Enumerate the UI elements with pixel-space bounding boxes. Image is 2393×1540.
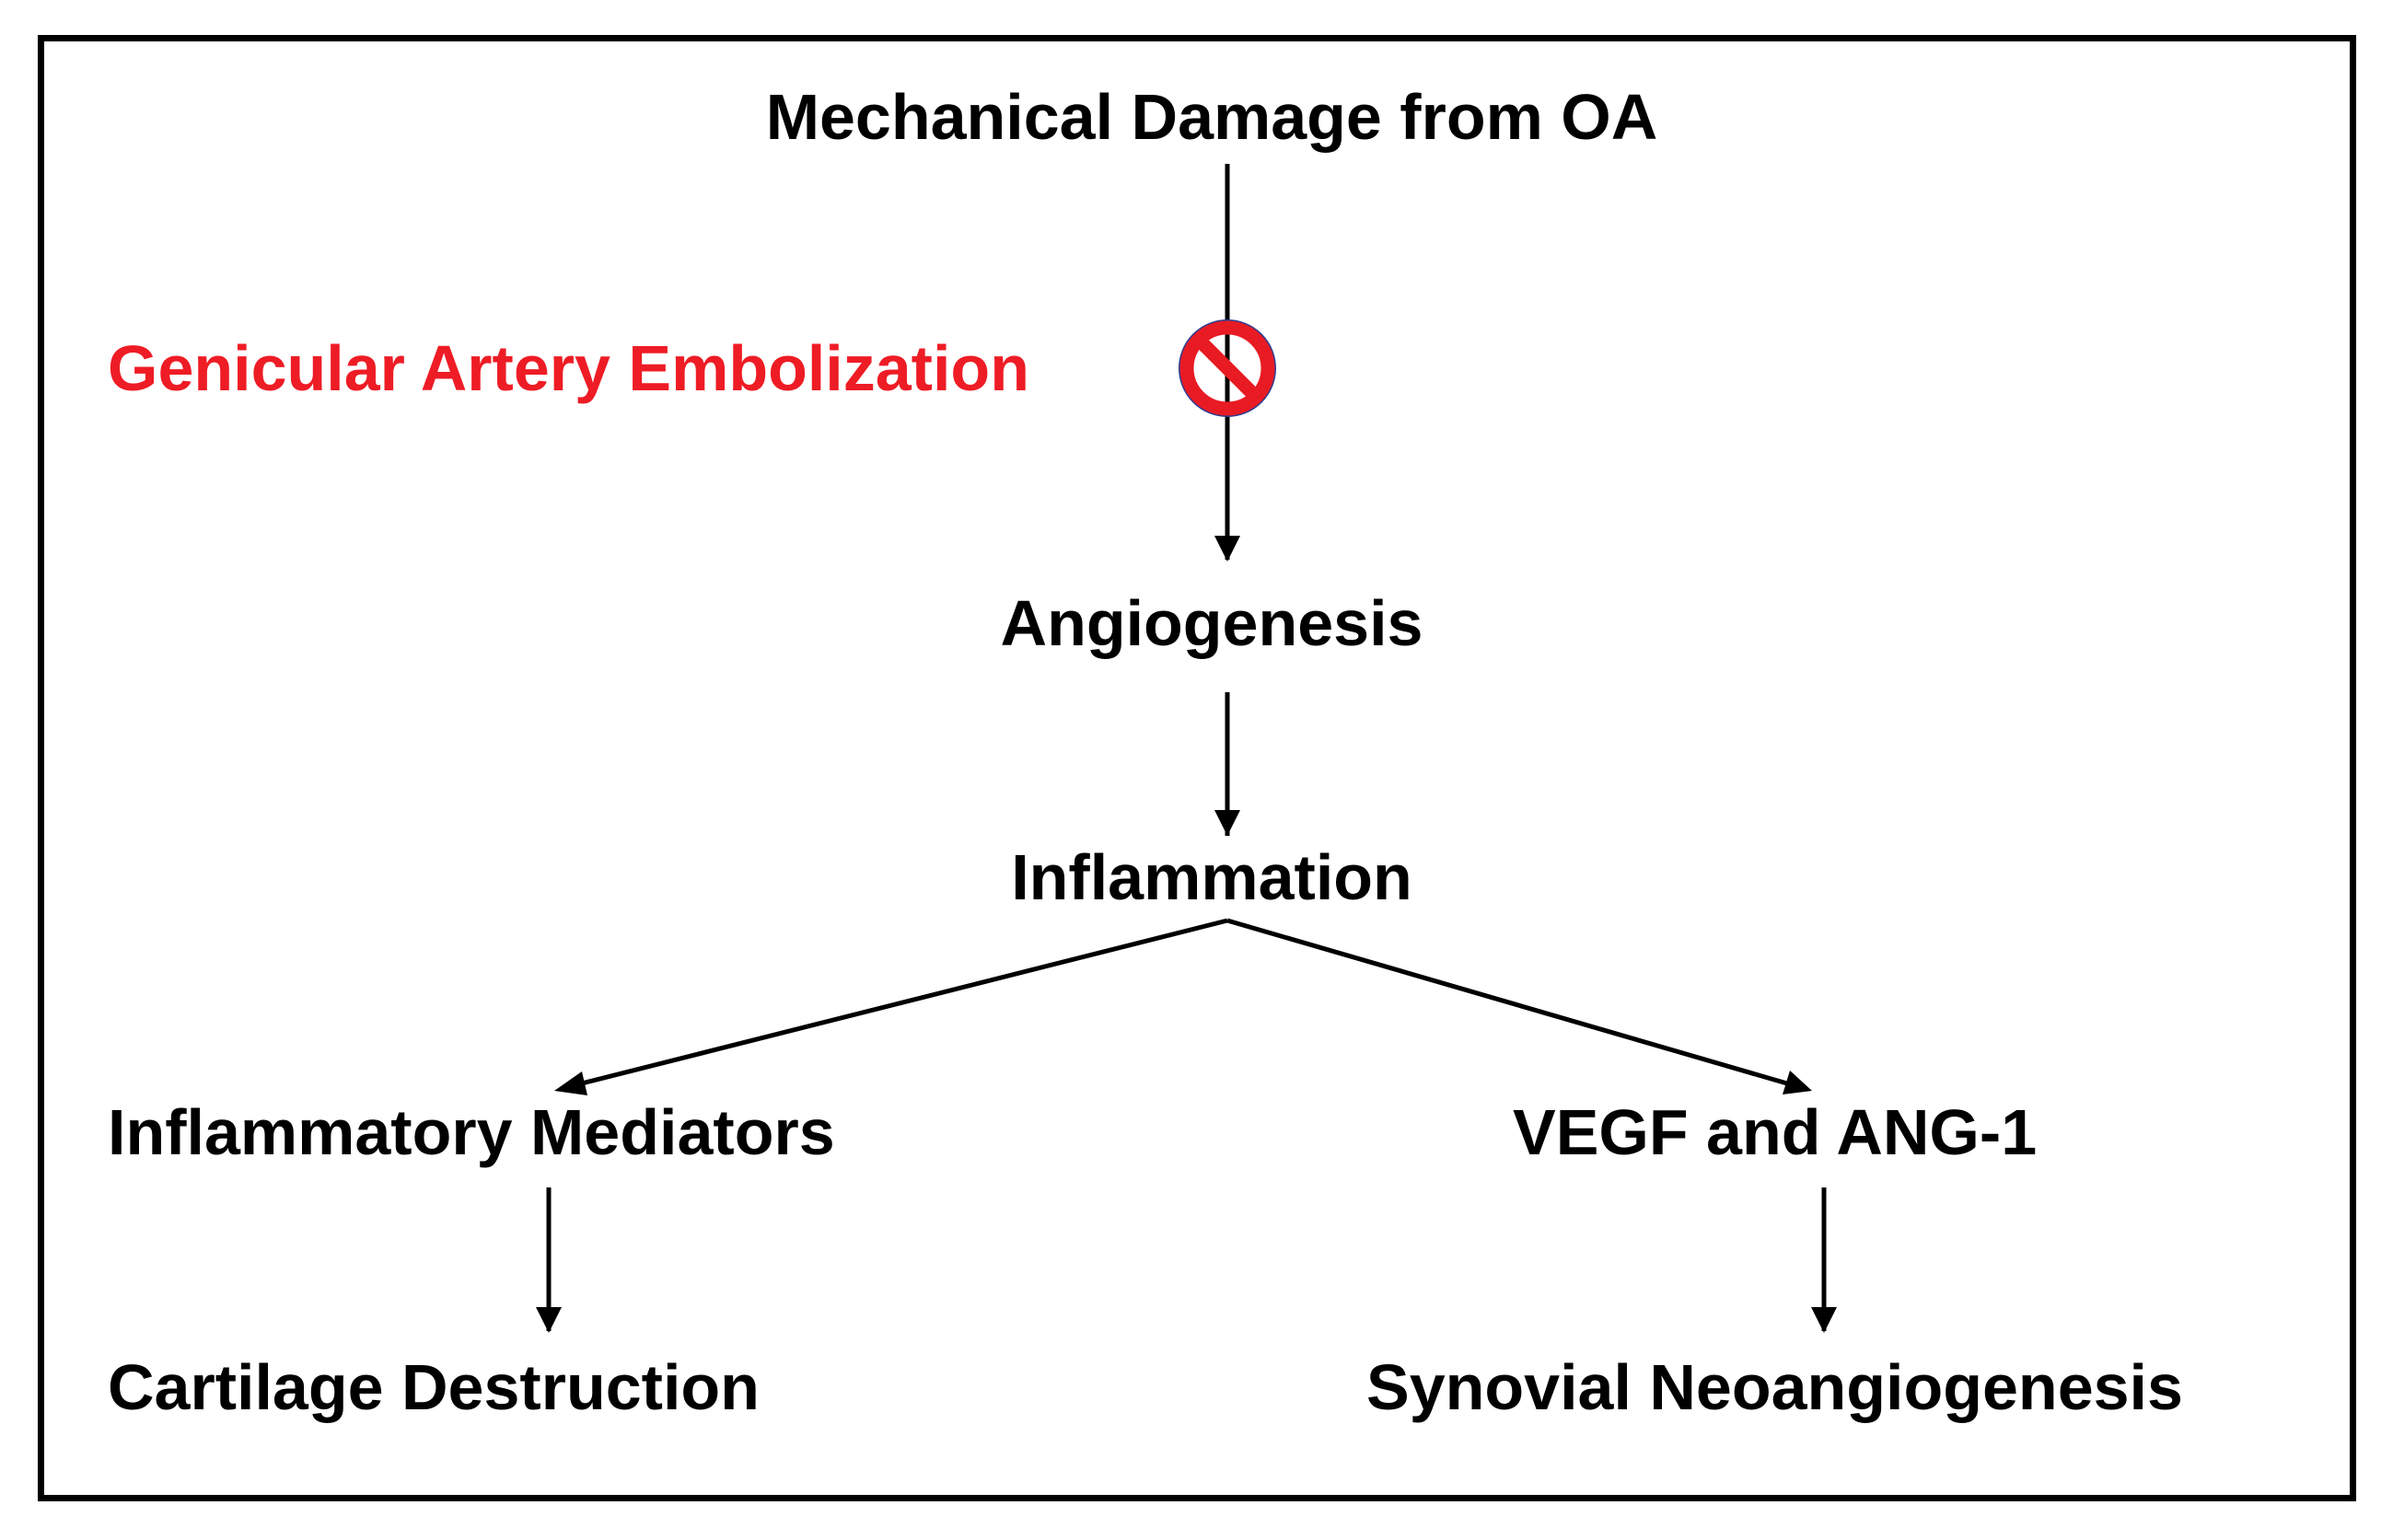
arrowhead-inflammation [1214, 810, 1240, 836]
node-vegf-ang1: VEGF and ANG-1 [1513, 1096, 2038, 1168]
arrowhead-vegf [1783, 1071, 1812, 1094]
arrowhead-mediators [554, 1071, 587, 1095]
arrow-inflammation-to-vegf [1226, 918, 1804, 1091]
arrowhead-synovial [1811, 1307, 1837, 1333]
arrowhead-cartilage [536, 1307, 562, 1333]
arrow-inflammation-to-mediators [563, 918, 1228, 1091]
prohibited-icon [1179, 319, 1276, 417]
diagram-frame [38, 35, 2356, 1501]
node-angiogenesis: Angiogenesis [1000, 587, 1423, 659]
arrowhead-angiogenesis [1214, 536, 1240, 562]
node-inflammation: Inflammation [1011, 841, 1412, 913]
node-cartilage-destruction: Cartilage Destruction [108, 1351, 760, 1423]
node-synovial-neoangiogenesis: Synovial Neoangiogenesis [1366, 1351, 2183, 1423]
node-inflammatory-mediators: Inflammatory Mediators [108, 1096, 835, 1168]
node-mechanical-damage: Mechanical Damage from OA [765, 81, 1658, 153]
node-genicular-artery-embolization: Genicular Artery Embolization [108, 332, 1029, 404]
